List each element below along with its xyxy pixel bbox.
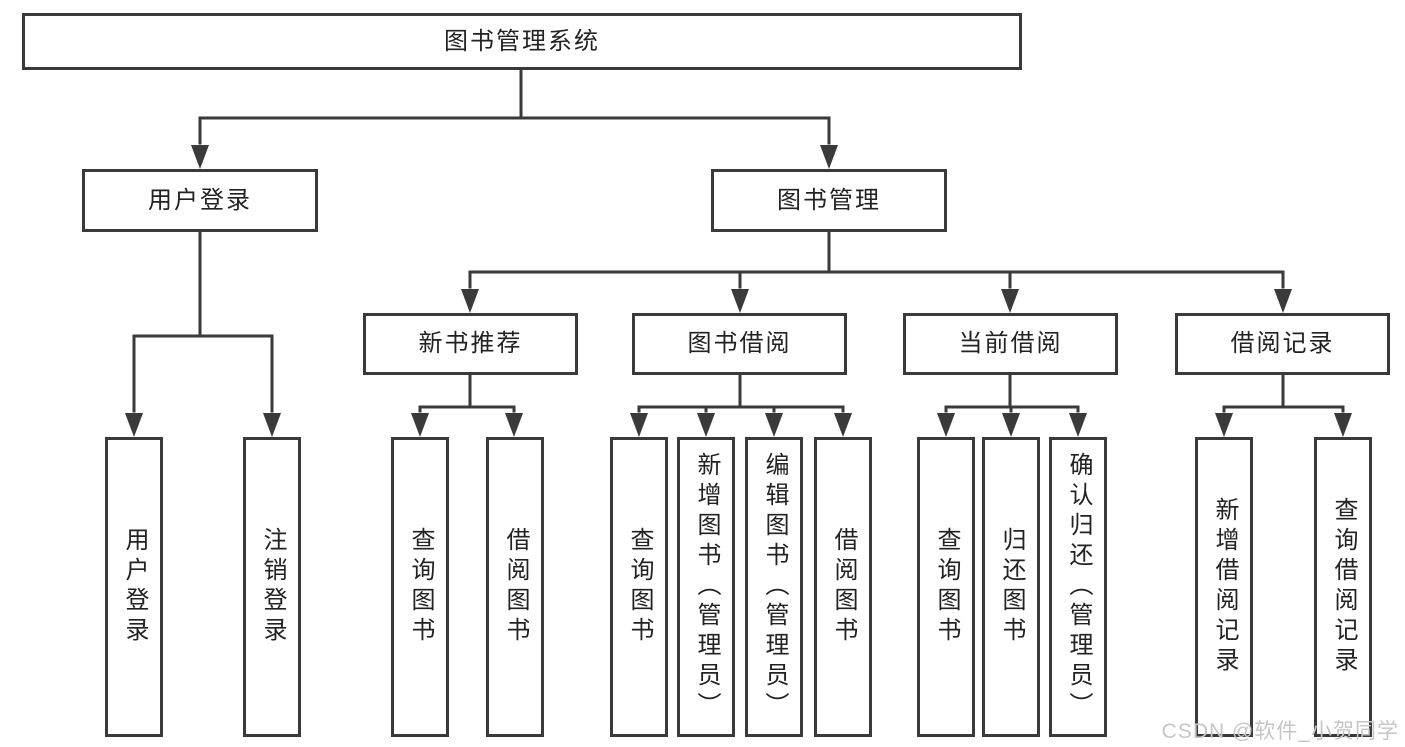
leaf-br-query-record: 查询借阅记录: [1314, 437, 1372, 737]
arrowheads: [125, 145, 1352, 437]
leaf-br-add-record: 新增借阅记录: [1195, 437, 1253, 737]
node-label: 图书管理系统: [444, 27, 600, 55]
node-label: 注销登录: [259, 527, 286, 647]
leaf-bb-query-book: 查询图书: [610, 437, 668, 737]
leaf-bb-edit-book-admin: 编辑图书（管理员）: [745, 437, 803, 737]
node-root: 图书管理系统: [22, 13, 1022, 70]
node-label: 用户登录: [148, 186, 252, 214]
node-label: 图书借阅: [687, 330, 792, 357]
leaf-bb-borrow-book: 借阅图书: [814, 437, 872, 737]
leaf-cb-query-book: 查询图书: [917, 437, 975, 737]
node-label: 用户登录: [121, 527, 148, 647]
node-label: 归还图书: [998, 527, 1025, 647]
node-label: 查询借阅记录: [1330, 497, 1357, 677]
node-borrow-records: 借阅记录: [1175, 313, 1390, 375]
leaf-bb-add-book-admin: 新增图书（管理员）: [677, 437, 735, 737]
node-label: 确认归还（管理员）: [1065, 452, 1092, 722]
node-label: 新书推荐: [418, 330, 523, 357]
node-book-borrow: 图书借阅: [632, 313, 847, 375]
node-label: 新增借阅记录: [1211, 497, 1238, 677]
leaf-nbr-query-book: 查询图书: [391, 437, 449, 737]
watermark: CSDN @软件_小贺同学: [1161, 720, 1399, 743]
node-label: 借阅图书: [830, 527, 857, 647]
leaf-logout: 注销登录: [243, 437, 301, 737]
node-label: 查询图书: [626, 527, 653, 647]
node-label: 编辑图书（管理员）: [761, 452, 788, 722]
leaf-nbr-borrow-book: 借阅图书: [486, 437, 544, 737]
node-label: 查询图书: [933, 527, 960, 647]
leaf-cb-return-book: 归还图书: [982, 437, 1040, 737]
node-label: 借阅记录: [1230, 330, 1335, 357]
node-label: 当前借阅: [958, 330, 1063, 357]
leaf-user-login: 用户登录: [105, 437, 163, 737]
node-label: 新增图书（管理员）: [693, 452, 720, 722]
node-book-management: 图书管理: [711, 169, 947, 232]
node-label: 图书管理: [777, 186, 881, 214]
node-user-login: 用户登录: [82, 169, 318, 232]
node-new-book-recommend: 新书推荐: [363, 313, 578, 375]
node-current-borrow: 当前借阅: [903, 313, 1118, 375]
node-label: 借阅图书: [502, 527, 529, 647]
leaf-cb-confirm-return-admin: 确认归还（管理员）: [1049, 437, 1107, 737]
node-label: 查询图书: [407, 527, 434, 647]
